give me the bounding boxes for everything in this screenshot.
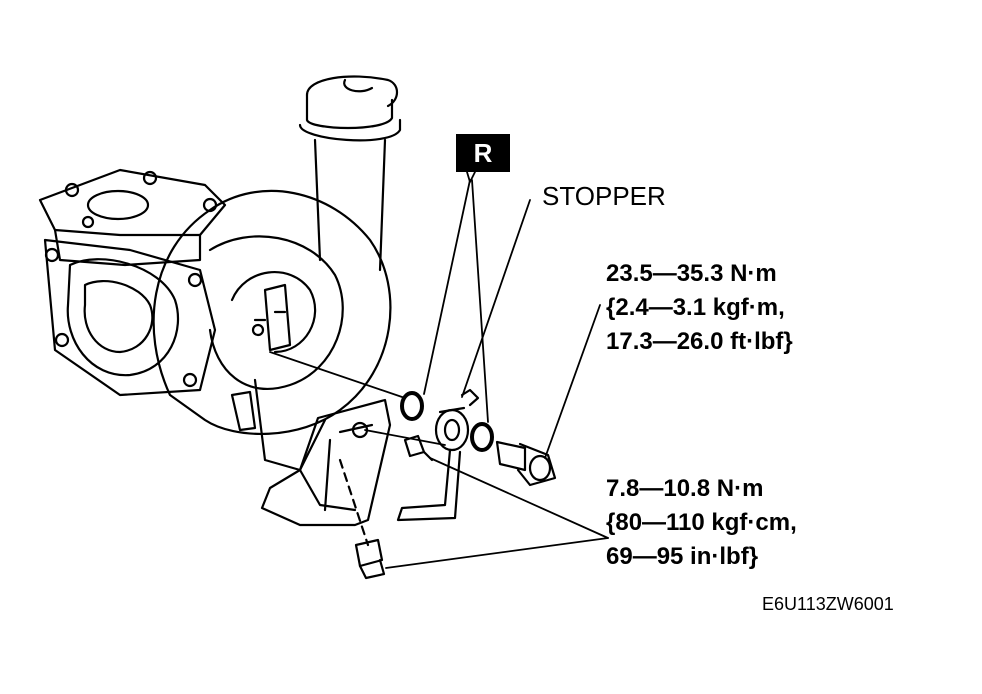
figure-id: E6U113ZW6001: [762, 594, 894, 614]
torque-lower-line-3: 69—95 in·lbf}: [606, 543, 759, 570]
stopper-leader: [461, 199, 531, 398]
washer-1: [400, 391, 424, 421]
upper-torque-leader: [544, 304, 601, 459]
stopper-bolt: [495, 440, 557, 487]
torque-upper-line-3: 17.3—26.0 ft·lbf}: [606, 328, 793, 355]
lower-bolt: [354, 538, 386, 580]
torque-upper-line-1: 23.5—35.3 N·m: [606, 260, 777, 287]
torque-lower-line-2: {80—110 kgf·cm,: [606, 509, 797, 536]
stopper-label: STOPPER: [542, 181, 666, 211]
lower-torque-leader-1: [429, 457, 609, 539]
replace-badge: R: [456, 134, 510, 172]
stopper-lever: [396, 388, 480, 522]
turbocharger-housing: [38, 75, 402, 472]
lower-torque-leader-2: [385, 537, 609, 569]
replace-badge-letter: R: [473, 138, 493, 168]
bracket-alignment-line: [364, 429, 446, 446]
assembly-dashed-line: [338, 458, 370, 547]
r-leader-washer-1: [423, 179, 471, 395]
torque-upper-line-2: {2.4—3.1 kgf·m,: [606, 294, 785, 321]
r-leader-washer-2: [471, 179, 489, 423]
actuator-alignment-line: [269, 351, 406, 399]
heat-shield-bracket: [260, 398, 392, 527]
torque-lower-line-1: 7.8—10.8 N·m: [606, 475, 764, 502]
r-leader-junction: [466, 171, 476, 183]
washer-2: [470, 422, 494, 452]
